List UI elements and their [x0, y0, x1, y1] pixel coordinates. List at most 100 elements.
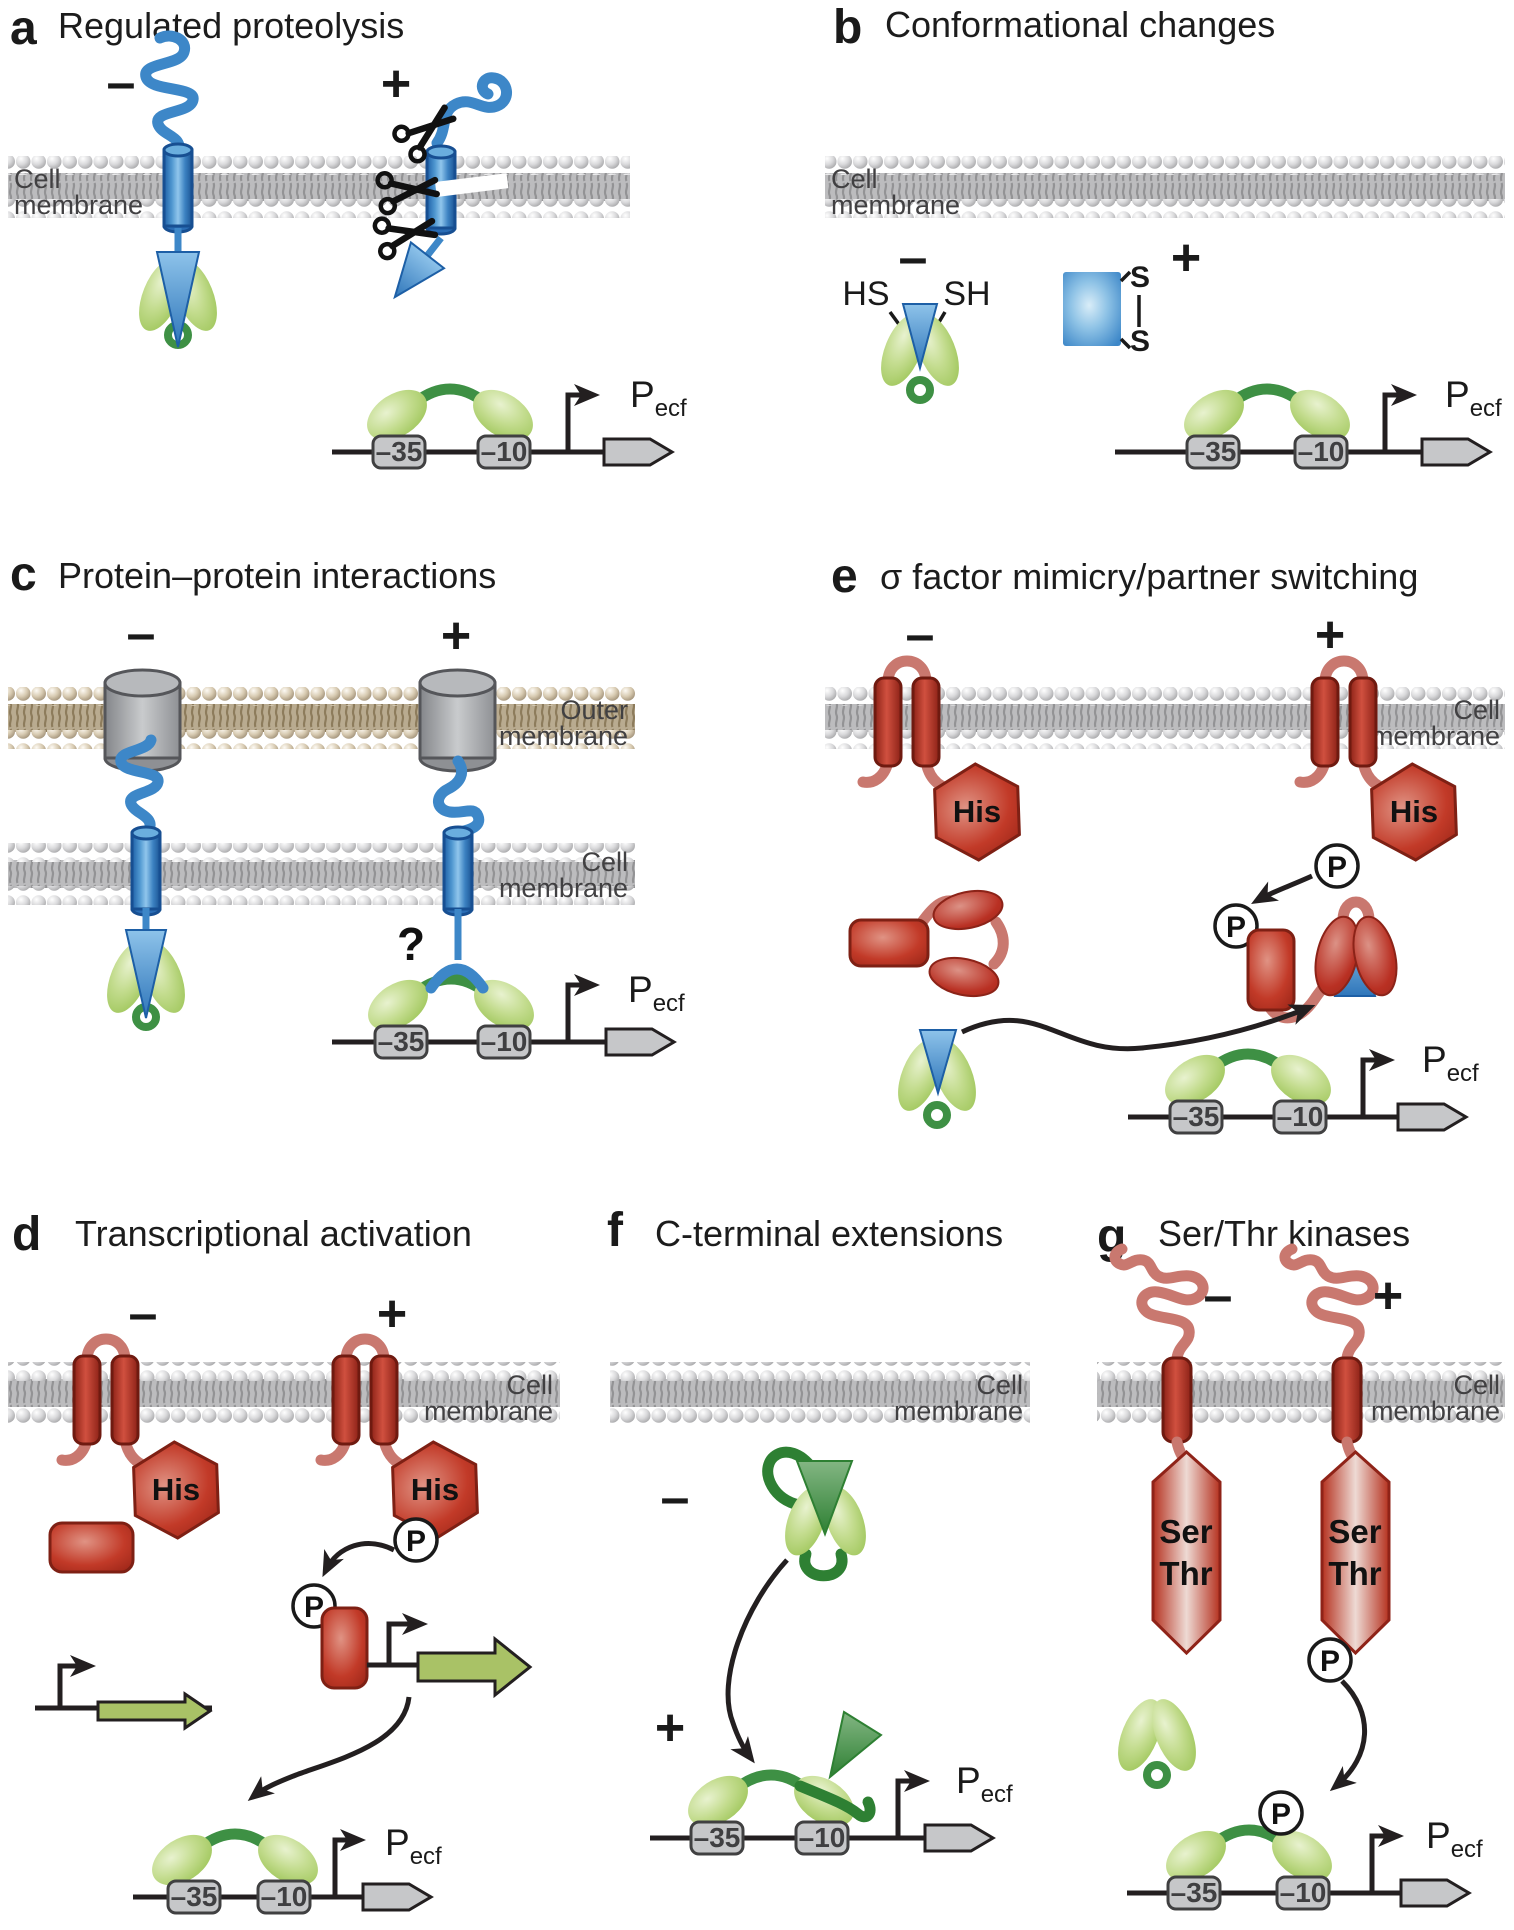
anti-sigma-tm-helix	[442, 825, 474, 917]
periplasmic-loop-engaged	[433, 755, 485, 838]
minus-sign: –	[1204, 1267, 1233, 1325]
panel-g: g Ser/Thr kinases – + Cell membrane Ser …	[1097, 1210, 1505, 1911]
plus-sign: +	[381, 55, 411, 113]
minus35-label: –35	[694, 1822, 741, 1853]
promoter-region: –35 –10 Pecf	[332, 963, 685, 1060]
sigma-mimic-lobe	[932, 889, 1004, 931]
extracellular-sensor-loop	[1285, 1249, 1373, 1358]
pecf-p: P	[956, 1760, 981, 1801]
membrane-label: membrane	[831, 190, 960, 220]
outer-membrane: Outer membrane	[8, 687, 635, 751]
transcription-start-arrow	[1369, 1825, 1404, 1893]
panel-title-f: C-terminal extensions	[655, 1213, 1003, 1254]
promoter-region: P –35 –10 Pecf	[1127, 1790, 1483, 1911]
ser-thr-kinase-domain-active: Ser Thr	[1320, 1449, 1391, 1656]
cell-membrane: Cell membrane	[825, 156, 1505, 220]
gene-arrow	[923, 1823, 995, 1853]
anti-sigma-arrow-domain	[155, 251, 201, 348]
disulfide-tick	[1119, 270, 1132, 283]
panel-label-e: e	[831, 550, 858, 603]
extracellular-sensor-loop	[1115, 1249, 1203, 1358]
phosphotransfer-arrow	[1251, 873, 1314, 904]
phosphotransfer-arrow	[322, 1541, 396, 1578]
cell-membrane: Cell membrane	[8, 843, 635, 905]
pecf-sub: ecf	[1451, 1836, 1483, 1863]
sigma-mimic-lobe	[1352, 915, 1398, 997]
partner-switch-complex	[1246, 896, 1398, 1024]
cleaved-loop	[431, 72, 512, 149]
membrane-label: membrane	[499, 721, 628, 751]
panel-title-a: Regulated proteolysis	[58, 5, 404, 46]
his-domain-label: His	[411, 1472, 459, 1507]
phosphate-label: P	[1271, 1798, 1291, 1831]
his-domain-label: His	[152, 1472, 200, 1507]
minus35-box	[371, 434, 427, 470]
panel-label-d: d	[12, 1208, 41, 1261]
membrane-label: membrane	[894, 1396, 1023, 1426]
sulfur-bottom: S	[1130, 325, 1150, 358]
minus35-label: –35	[1190, 436, 1237, 467]
anti-sigma-triangle	[901, 303, 939, 372]
minus35-label: –35	[1173, 1101, 1220, 1132]
membrane-label: Cell	[831, 164, 878, 194]
cleavage-gap	[435, 173, 509, 197]
ser-thr-kinase-domain-inactive: Ser Thr	[1151, 1449, 1222, 1656]
transcription-start-arrow	[386, 1613, 428, 1665]
minus10-box	[476, 1024, 532, 1060]
phosphate-label: P	[1226, 911, 1246, 944]
receiver-domain	[848, 918, 930, 968]
promoter-region: –35 –10 Pecf	[332, 374, 687, 470]
panel-f: f C-terminal extensions Cell membrane – …	[607, 1204, 1030, 1856]
kinase-tm-helix	[1331, 1356, 1363, 1444]
anti-sigma-contact-arc	[425, 963, 489, 994]
gene-arrow	[602, 437, 674, 467]
panel-label-a: a	[10, 2, 37, 55]
pecf-label: Pecf	[956, 1760, 1013, 1808]
transcription-start-arrow	[1382, 384, 1417, 452]
transcription-start-arrow	[895, 1770, 930, 1838]
minus35-box	[373, 1024, 429, 1060]
membrane-label: membrane	[499, 873, 628, 903]
plus-sign: +	[1171, 229, 1201, 287]
minus35-label: –35	[378, 1026, 425, 1057]
sigma-factor-free	[1109, 1693, 1205, 1785]
pecf-sub: ecf	[1470, 395, 1502, 422]
membrane-beads-bottom	[8, 886, 635, 905]
question-mark: ?	[397, 918, 425, 970]
minus35-box	[166, 1879, 222, 1915]
promoter-region: –35 –10 Pecf	[1128, 1039, 1479, 1135]
membrane-beads-top	[8, 156, 630, 175]
anti-sigma-factor-free	[848, 889, 1009, 998]
pecf-label: Pecf	[1445, 374, 1502, 422]
transcription-start-arrow	[57, 1655, 96, 1708]
minus-sign: –	[906, 606, 935, 664]
pecf-label: Pecf	[628, 969, 685, 1017]
cell-membrane: Cell membrane	[8, 156, 630, 220]
transcription-start-arrow	[332, 1829, 366, 1897]
response-regulator-inactive	[48, 1521, 135, 1574]
thiol-hs-label: HS	[842, 275, 889, 313]
anti-sigma-tm-helix	[162, 142, 194, 234]
sigma-gene-arrow-basal	[96, 1691, 213, 1731]
minus35-box	[1168, 1099, 1224, 1135]
membrane-beads-top	[825, 156, 1505, 175]
promoter-region: –35 –10 Pecf	[1115, 374, 1502, 470]
gene-arrow	[361, 1882, 433, 1912]
phosphate-label: P	[406, 1525, 426, 1558]
oxidized-anti-sigma: S S	[1063, 261, 1150, 358]
minus10-box	[794, 1820, 850, 1856]
basal-sigma-gene	[35, 1655, 213, 1731]
membrane-label: Outer	[560, 695, 628, 725]
ser-label: Ser	[1328, 1513, 1381, 1550]
pecf-label: Pecf	[630, 374, 687, 422]
phosphorylation-arrow	[1329, 1679, 1367, 1792]
minus-sign: –	[661, 1469, 690, 1527]
membrane-core	[8, 173, 630, 201]
membrane-label: membrane	[14, 190, 143, 220]
response-regulator-active	[320, 1606, 369, 1690]
phosphate-badge: P	[1213, 903, 1259, 949]
minus10-box	[476, 434, 532, 470]
panel-label-b: b	[833, 1, 862, 54]
minus-sign: –	[127, 605, 156, 663]
